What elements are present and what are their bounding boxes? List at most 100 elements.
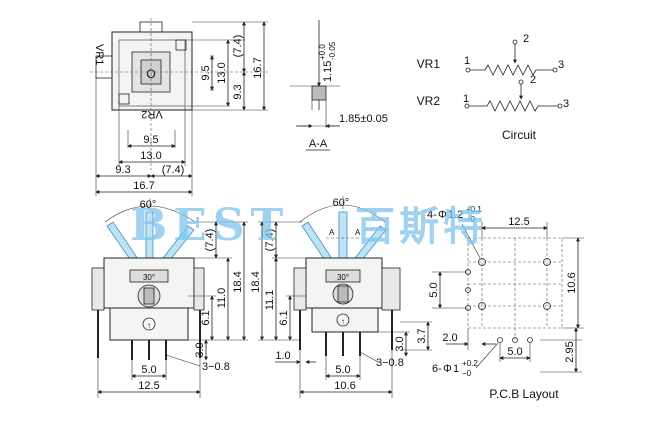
pcb-hole4-phi: Φ — [438, 209, 447, 221]
side-dim-37: 3.7 — [416, 328, 428, 343]
section-dim-185: 1.85±0.05 — [339, 113, 388, 125]
pcb-hole-large-tr — [543, 258, 551, 266]
watermark-latin: BEST — [130, 200, 289, 251]
side-screw — [336, 313, 350, 327]
side-section-a-left: A — [329, 228, 335, 237]
side-angle: 60° — [333, 197, 350, 209]
pcb-hole4-dia: 1.2 — [448, 209, 463, 221]
section-dim-115: 1.15 — [322, 61, 334, 82]
vr1-terminal-3 — [552, 67, 558, 73]
top-dim-95-bottom: 9.5 — [143, 134, 158, 146]
front-arrow-mark: ↑ — [147, 321, 151, 330]
pcb-hole6-tol-upper: +0.2 — [462, 359, 478, 368]
pcb-hole-large-tl — [478, 258, 486, 266]
side-dim-61: 6.1 — [278, 310, 290, 325]
circuit-vr1-pin3: 3 — [558, 59, 564, 71]
front-screw — [142, 317, 156, 331]
vr1-terminal-1 — [465, 67, 471, 73]
front-dim-125: 12.5 — [138, 380, 159, 392]
brand-watermark: BEST 百斯特 — [130, 200, 487, 251]
section-view: 1.15 +0.0 -0.05 1.85±0.05 A-A — [290, 20, 388, 151]
front-dim-74: (7.4) — [204, 229, 216, 252]
side-arrow-mark: ↑ — [341, 317, 345, 326]
side-dim-106: 10.6 — [334, 380, 355, 392]
top-dim-74-right: (7.4) — [232, 35, 244, 58]
front-angle-mark: 30° — [143, 273, 155, 282]
side-lever-center — [338, 211, 348, 263]
side-dim-111: 11.1 — [264, 290, 276, 311]
circuit-vr1-pin1: 1 — [464, 55, 470, 67]
section-tol-115-lower: -0.05 — [328, 41, 337, 60]
top-dim-167-right: 16.7 — [252, 57, 264, 78]
front-housing-lower — [109, 307, 189, 341]
pcb-dim-106: 10.6 — [566, 272, 578, 293]
side-dim-50: 5.0 — [335, 364, 350, 376]
circuit-vr2-label: VR2 — [417, 94, 441, 108]
circuit-vr2-pin1: 1 — [463, 93, 469, 105]
front-pin-dim: 3−0.8 — [202, 361, 230, 373]
top-view-left-tab — [95, 55, 113, 79]
pcb-hole6-dia: 1 — [453, 363, 459, 375]
side-right-bracket — [381, 267, 401, 311]
top-vr1-label: VR1 — [93, 44, 105, 65]
side-left-bracket — [293, 267, 307, 311]
front-dim-30: 3.0 — [194, 342, 206, 357]
pcb-hole-large-br — [543, 302, 551, 310]
top-view-shaft-tab — [139, 21, 163, 33]
section-label: A-A — [309, 138, 328, 150]
top-dim-93-bottom: 9.3 — [115, 164, 130, 176]
top-view: O VR1 VR2 9.5 13.0 (7.4) 9.3 16.7 9. — [90, 18, 270, 196]
pcb-title: P.C.B Layout — [489, 387, 559, 401]
vr2-terminal-3 — [557, 103, 563, 109]
pcb-dim-50-left: 5.0 — [428, 282, 440, 297]
pcb-hole4-tol-lower: −0 — [466, 215, 476, 224]
top-dim-130-bottom: 13.0 — [140, 150, 161, 162]
section-hatch-block — [311, 85, 327, 101]
front-rotor-top — [129, 269, 169, 283]
pcb-dim-20: 2.0 — [442, 332, 457, 344]
circuit-vr1-label: VR1 — [417, 57, 441, 71]
top-view-corner-tab-bl — [118, 93, 130, 105]
pcb-layout: 4- Φ 1.2 +0.1 −0 12.5 5.0 10.6 2.0 5.0 2… — [427, 205, 584, 401]
top-dim-95-right: 9.5 — [200, 65, 212, 80]
side-pin-dim: 3−0.8 — [376, 357, 404, 369]
top-dim-93-right: 9.3 — [232, 84, 244, 99]
pcb-hole-small-l2 — [465, 287, 471, 293]
pcb-hole6-phi: Φ — [443, 363, 452, 375]
side-dim-184: 18.4 — [250, 271, 262, 292]
front-view: 60° 30° ↑ (7.4) 18.4 11.0 6.1 3.0 — [91, 198, 248, 398]
top-vr2-label: VR2 — [141, 108, 162, 120]
top-dim-167-bottom: 16.7 — [133, 180, 154, 192]
side-dim-30: 3.0 — [394, 336, 406, 351]
front-angle: 60° — [140, 199, 157, 211]
vr2-terminal-2 — [518, 79, 524, 85]
vr1-terminal-2 — [512, 39, 518, 45]
side-dim-10: 1.0 — [275, 350, 290, 362]
top-dim-130-right: 13.0 — [216, 62, 228, 83]
front-left-bracket — [91, 267, 105, 311]
side-angle-mark: 30° — [337, 273, 349, 282]
top-dim-74-bottom: (7.4) — [162, 164, 185, 176]
front-rotor-slot — [143, 287, 155, 305]
top-view-frame — [118, 39, 186, 107]
watermark-cjk: 百斯特 — [355, 203, 487, 250]
side-dim-74: (7.4) — [264, 229, 276, 252]
vr1-resistor-zigzag — [470, 64, 553, 76]
side-rotor-top — [325, 269, 361, 283]
circuit-vr2-pin3: 3 — [563, 98, 569, 110]
section-tol-115-upper: +0.0 — [318, 44, 327, 60]
side-rotor-slot — [337, 285, 349, 303]
pcb-hole4-prefix: 4- — [427, 209, 437, 221]
side-housing-lower — [311, 307, 379, 333]
circuit-vr2-pin2: 2 — [530, 74, 536, 86]
side-view: 60° A A 30° ↑ 18.4 (7.4) 11.1 6.1 — [250, 196, 432, 398]
pcb-dim-125: 12.5 — [508, 216, 529, 228]
circuit-vr1-pin2: 2 — [523, 33, 529, 45]
front-dim-110: 11.0 — [216, 288, 228, 309]
pcb-dim-50-bottom: 5.0 — [507, 346, 522, 358]
top-view-corner-tab-tr — [175, 39, 187, 51]
pcb-dim-295: 2.95 — [564, 341, 576, 362]
pcb-hole-small-b2 — [512, 337, 518, 343]
side-section-a-right: A — [355, 228, 361, 237]
